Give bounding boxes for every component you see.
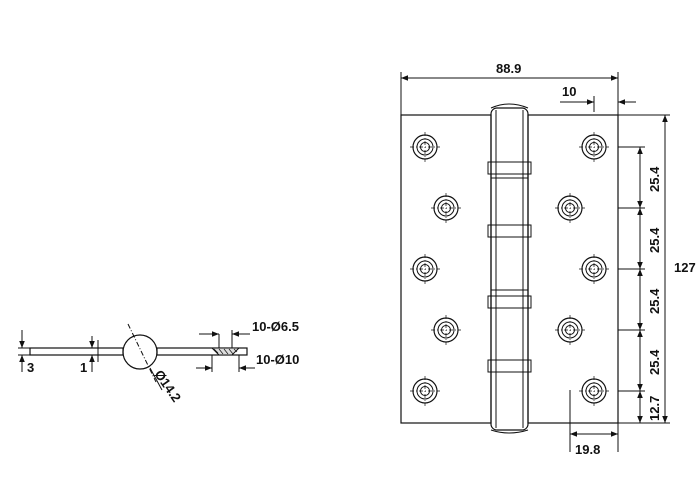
screw-hole xyxy=(555,193,585,223)
front-view: 88.9 10 127 25.4 xyxy=(400,61,696,457)
side-view: 3 1 Ø14.2 10-Ø6.5 10-Ø10 xyxy=(18,319,299,405)
hole-pitch-2-label: 25.4 xyxy=(647,227,662,253)
screw-hole xyxy=(410,254,440,284)
screw-hole xyxy=(410,376,440,406)
hole-pitch-1-label: 25.4 xyxy=(647,166,662,192)
screw-hole xyxy=(431,315,461,345)
screw-hole xyxy=(579,132,609,162)
screw-holes xyxy=(410,132,609,406)
hole-col-offset-label: 19.8 xyxy=(575,442,600,457)
screw-hole xyxy=(431,193,461,223)
screw-hole xyxy=(410,132,440,162)
gap-label: 1 xyxy=(80,360,87,375)
front-leaf-left xyxy=(400,114,492,424)
hole-spec-large-label: 10-Ø10 xyxy=(256,352,299,367)
front-leaf-right xyxy=(527,114,619,424)
hole-pitch-dims: 25.4 25.4 25.4 25.4 12.7 xyxy=(618,146,662,423)
leaf-thickness-label: 3 xyxy=(27,360,34,375)
screw-hole xyxy=(579,376,609,406)
pin-knuckle xyxy=(122,334,158,370)
screw-hole xyxy=(579,254,609,284)
knuckle-centerline xyxy=(127,323,157,383)
overall-height-label: 127 xyxy=(674,260,696,275)
countersink-section xyxy=(210,347,241,356)
screw-hole xyxy=(555,315,585,345)
hole-pitch-4-label: 25.4 xyxy=(647,349,662,375)
knuckle-offset-label: 10 xyxy=(562,84,576,99)
hole-spec-small-label: 10-Ø6.5 xyxy=(252,319,299,334)
knuckle-barrel xyxy=(487,103,532,434)
pin-diameter-label: Ø14.2 xyxy=(152,367,185,405)
side-leaf-left xyxy=(29,347,124,356)
overall-width-label: 88.9 xyxy=(496,61,521,76)
hole-pitch-3-label: 25.4 xyxy=(647,288,662,314)
end-hole-offset-label: 12.7 xyxy=(647,396,662,421)
